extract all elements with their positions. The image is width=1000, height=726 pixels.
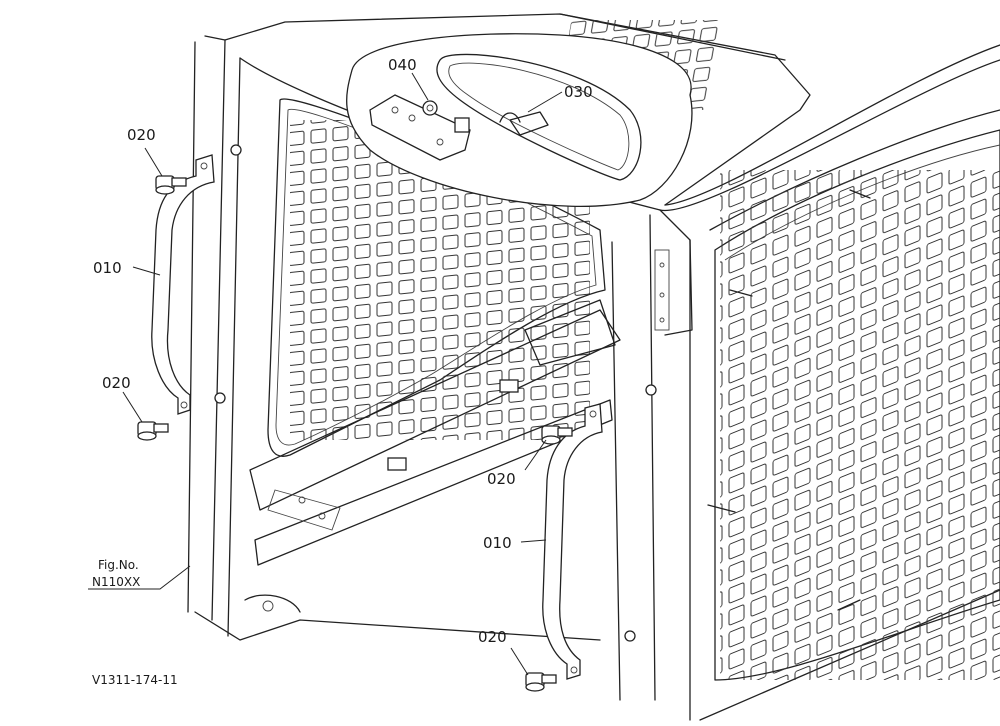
callout-mirror: 030 <box>564 83 593 101</box>
fig-label: Fig.No. <box>98 558 139 572</box>
callout-bolt-left-lower: 020 <box>102 374 131 392</box>
nut-left-upper <box>230 144 242 156</box>
callout-bolt-left-upper: 020 <box>127 126 156 144</box>
fig-number: N110XX <box>92 575 140 589</box>
callout-labels: 020 010 020 040 030 020 010 020 <box>93 56 593 646</box>
nut-right-upper <box>645 384 657 396</box>
callout-bracket: 040 <box>388 56 417 74</box>
nut-left-lower <box>214 392 226 404</box>
callout-handle-right: 010 <box>483 534 512 552</box>
bolt-left-lower <box>137 421 169 441</box>
mirror-part <box>436 53 642 181</box>
callout-bolt-right-upper: 020 <box>487 470 516 488</box>
right-grab-handle <box>542 403 603 680</box>
drawing-code: V1311-174-11 <box>92 673 178 687</box>
leader-lines <box>88 72 563 676</box>
callout-bolt-right-lower: 020 <box>478 628 507 646</box>
left-grab-handle <box>151 154 215 415</box>
bolt-left-upper <box>155 175 187 195</box>
bolt-right-upper <box>541 425 573 445</box>
figure-reference: Fig.No. N110XX V1311-174-11 <box>92 558 178 687</box>
mirror-detail-balloon <box>346 33 693 208</box>
callout-handle-left: 010 <box>93 259 122 277</box>
nut-right-lower <box>624 630 636 642</box>
side-window-mesh <box>707 129 1000 681</box>
bolt-right-lower <box>525 672 557 692</box>
mirror-bracket-part <box>369 94 471 161</box>
